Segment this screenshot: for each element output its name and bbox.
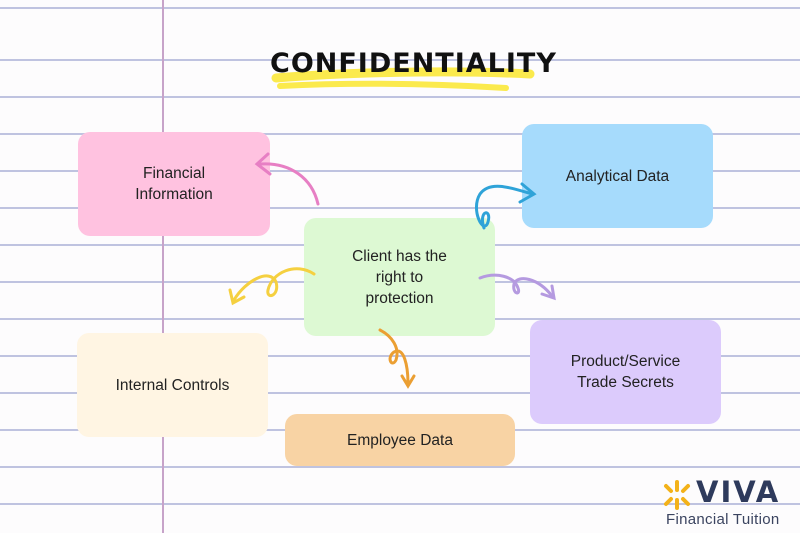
page-title: CONFIDENTIALITY xyxy=(270,48,557,79)
node-analytical-data: Analytical Data xyxy=(522,124,713,228)
arrow-to-analytical-data xyxy=(474,182,537,230)
node-financial-information: Financial Information xyxy=(78,132,270,236)
arrow-to-employee-data xyxy=(378,328,416,389)
center-label: Client has the right to protection xyxy=(352,247,447,307)
title-block: CONFIDENTIALITY xyxy=(270,44,557,104)
brand-name: VIVA xyxy=(696,475,781,509)
node-product-service-label: Product/Service Trade Secrets xyxy=(570,353,681,391)
title-highlight xyxy=(271,67,535,91)
node-analytical-data-label: Analytical Data xyxy=(565,167,670,185)
sun-icon xyxy=(664,480,690,510)
node-internal-controls-label: Internal Controls xyxy=(115,376,230,394)
brand-logo: VIVA Financial Tuition xyxy=(660,475,790,528)
node-center: Client has the right to protection xyxy=(304,218,495,336)
arrow-to-internal-controls xyxy=(228,267,316,306)
node-financial-information-label: Financial Information xyxy=(135,165,213,203)
node-internal-controls: Internal Controls xyxy=(77,333,268,437)
brand-tagline: Financial Tuition xyxy=(666,511,780,528)
arrow-to-product-service xyxy=(478,273,556,301)
arrow-to-financial-information xyxy=(254,152,320,206)
node-product-service: Product/Service Trade Secrets xyxy=(530,320,721,424)
margin-line xyxy=(162,0,164,533)
node-employee-data: Employee Data xyxy=(285,414,515,466)
node-employee-data-label: Employee Data xyxy=(347,431,453,449)
